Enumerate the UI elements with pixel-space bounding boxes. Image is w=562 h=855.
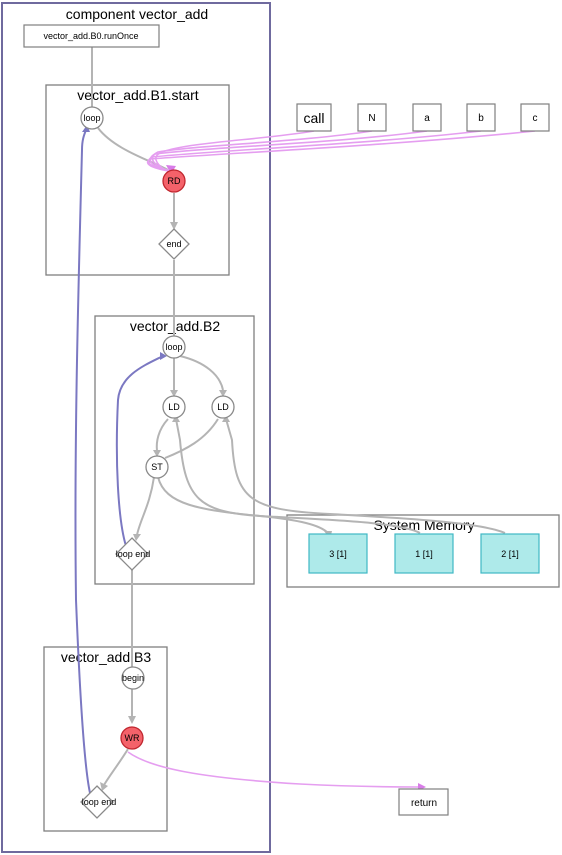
node-begin: begin: [121, 666, 145, 690]
arg-c-label: c: [533, 113, 538, 124]
arg-a: a: [412, 103, 442, 132]
b3-loop-end-label: loop end: [82, 797, 117, 807]
edge-a-to-rd: [149, 130, 428, 171]
edge-mem-2-to-ld2: [225, 418, 506, 534]
edge-loop-to-ld2: [179, 355, 224, 391]
edge-wr-to-return: [127, 751, 419, 788]
node-b1-end: end: [158, 228, 190, 260]
node-rd: RD: [162, 169, 186, 193]
arrowhead-ld1-mem: [172, 415, 180, 422]
memory-bank-1: 1 [1]: [394, 533, 454, 574]
arrowhead-wr: [128, 716, 136, 724]
b2-loop-label: loop: [165, 342, 182, 352]
edge-st-to-loop-end: [136, 476, 155, 536]
arg-n: N: [357, 103, 387, 132]
arrowhead-ld2: [219, 390, 227, 397]
begin-label: begin: [122, 673, 144, 683]
arrowhead-loop-end-b2: [133, 534, 141, 541]
ld2-label: LD: [217, 402, 229, 412]
arg-call-label: call: [303, 110, 324, 126]
arrowhead-ld1: [170, 390, 178, 397]
arrowhead-st-1: [153, 450, 161, 457]
control-edges: [91, 47, 506, 791]
memory-bank-0: 3 [1]: [308, 533, 368, 574]
rd-label: RD: [168, 176, 181, 186]
arg-call: call: [296, 103, 332, 132]
cluster-system-memory: System Memory: [286, 514, 560, 588]
return-label: return: [411, 798, 437, 809]
node-b2-loop-end: loop end: [115, 537, 151, 571]
arg-c: c: [520, 103, 550, 132]
arrowhead-rd-data: [166, 165, 176, 174]
cluster-title-b1: vector_add.B1.start: [77, 87, 199, 103]
edge-c-to-rd: [146, 130, 536, 172]
arrowhead-b3-loop-back: [82, 125, 90, 132]
edge-st-to-mem-3: [157, 476, 329, 534]
b1-end-label: end: [166, 239, 181, 249]
edge-b2-loop-back: [115, 355, 164, 547]
node-runonce: vector_add.B0.runOnce: [23, 24, 160, 48]
cluster-title-b2: vector_add.B2: [130, 318, 220, 334]
b2-loop-end-label: loop end: [116, 549, 151, 559]
arg-b: b: [466, 103, 496, 132]
memory-bank-2: 2 [1]: [480, 533, 540, 574]
arg-b-label: b: [478, 113, 484, 124]
edge-n-to-rd: [151, 130, 373, 171]
ld1-label: LD: [168, 402, 180, 412]
arg-a-label: a: [424, 113, 430, 124]
node-b3-loop-end: loop end: [80, 785, 117, 819]
node-st: ST: [145, 455, 169, 479]
b1-loop-label: loop: [83, 113, 100, 123]
memory-bank-label-0: 3 [1]: [329, 549, 347, 559]
arg-n-label: N: [368, 113, 375, 124]
memory-bank-label-1: 1 [1]: [415, 549, 433, 559]
cluster-title-memory: System Memory: [373, 517, 474, 533]
edge-ld2-to-st: [164, 418, 219, 459]
edge-wr-to-loop-end: [103, 748, 129, 786]
data-edges: [127, 130, 536, 791]
cluster-title-main: component vector_add: [66, 6, 208, 22]
edge-mem-1-to-ld1: [175, 418, 421, 534]
memory-bank-label-2: 2 [1]: [501, 549, 519, 559]
edge-b-to-rd: [147, 130, 482, 171]
cluster-component-vector-add: component vector_add: [1, 2, 271, 853]
arrowhead-b3-loop-end: [100, 782, 108, 791]
arrowhead-ld2-mem: [222, 415, 230, 422]
node-wr: WR: [120, 726, 144, 750]
edge-ld1-to-st: [155, 418, 169, 452]
wr-label: WR: [125, 733, 140, 743]
arrowhead-rd-end: [170, 222, 178, 230]
runonce-label: vector_add.B0.runOnce: [43, 31, 138, 41]
loop-edges: [74, 125, 167, 794]
node-b2-loop: loop: [162, 335, 186, 359]
st-label: ST: [151, 462, 163, 472]
edge-call-to-rd: [155, 130, 315, 171]
cluster-title-b3: vector_add.B3: [61, 649, 151, 665]
cluster-b3: vector_add.B3: [43, 646, 168, 832]
arrowhead-b2-loop-back: [160, 352, 167, 360]
node-ld-2: LD: [211, 395, 235, 419]
node-b1-loop: loop: [80, 106, 104, 130]
edge-b3-loop-back: [74, 129, 91, 794]
cluster-b1-start: vector_add.B1.start: [45, 84, 230, 276]
node-ld-1: LD: [162, 395, 186, 419]
node-return: return: [398, 788, 449, 816]
